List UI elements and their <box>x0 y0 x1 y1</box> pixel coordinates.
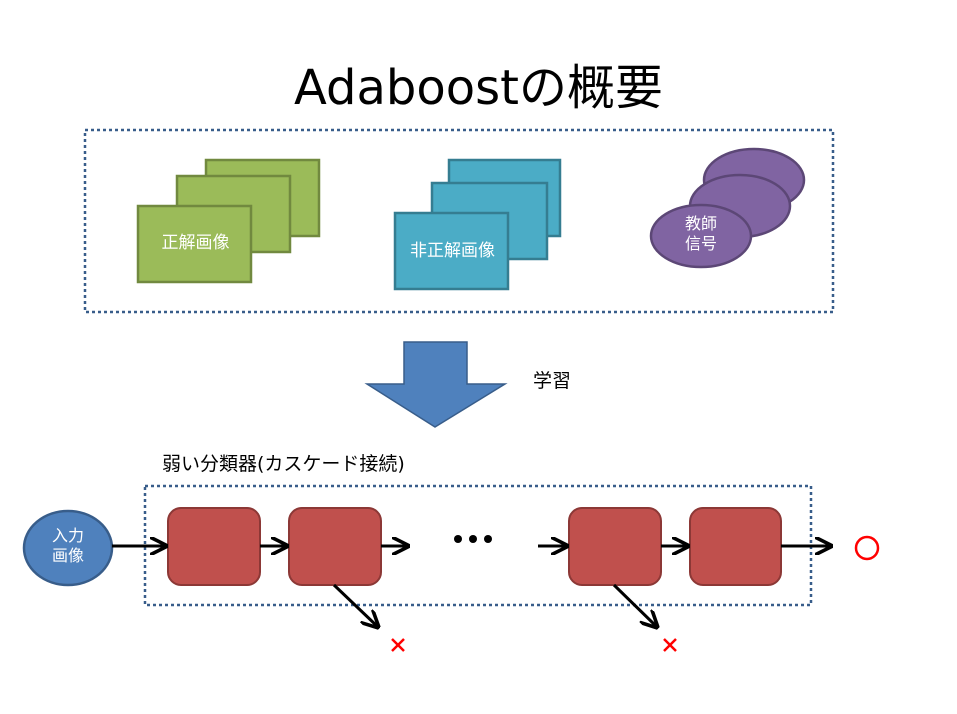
teacher-signal-line1: 教師 <box>684 214 717 233</box>
teacher-signal-label: 教師 信号 <box>651 214 751 254</box>
cascade-label: 弱い分類器(カスケード接続) <box>162 453 405 475</box>
classifier-3 <box>568 507 662 586</box>
classifier-2 <box>288 507 382 586</box>
negative-images-label: 非正解画像 <box>410 241 495 261</box>
slide-title: Adaboostの概要 <box>294 60 663 116</box>
negative-images-stack <box>393 158 562 291</box>
training-data-frame <box>83 128 835 314</box>
positive-images-label: 正解画像 <box>161 233 230 253</box>
learning-label: 学習 <box>533 370 572 392</box>
reject-symbol-1 <box>391 638 405 652</box>
input-image-line1: 入力 <box>51 526 84 545</box>
ellipsis-dots <box>454 535 492 543</box>
learning-arrow <box>364 341 508 428</box>
input-image-line2: 画像 <box>51 546 84 565</box>
teacher-signal-line2: 信号 <box>684 234 717 253</box>
classifier-4 <box>689 507 782 586</box>
input-image-label: 入力 画像 <box>24 526 112 566</box>
input-image-node <box>22 509 114 587</box>
teacher-signal-stack <box>649 147 806 269</box>
classifier-1 <box>167 507 261 586</box>
arrow-c2-reject <box>332 583 378 627</box>
positive-images-stack <box>136 158 321 284</box>
accept-symbol <box>854 535 880 561</box>
cascade-frame <box>143 484 813 607</box>
reject-symbol-2 <box>663 638 677 652</box>
arrow-c3-reject <box>612 583 657 627</box>
